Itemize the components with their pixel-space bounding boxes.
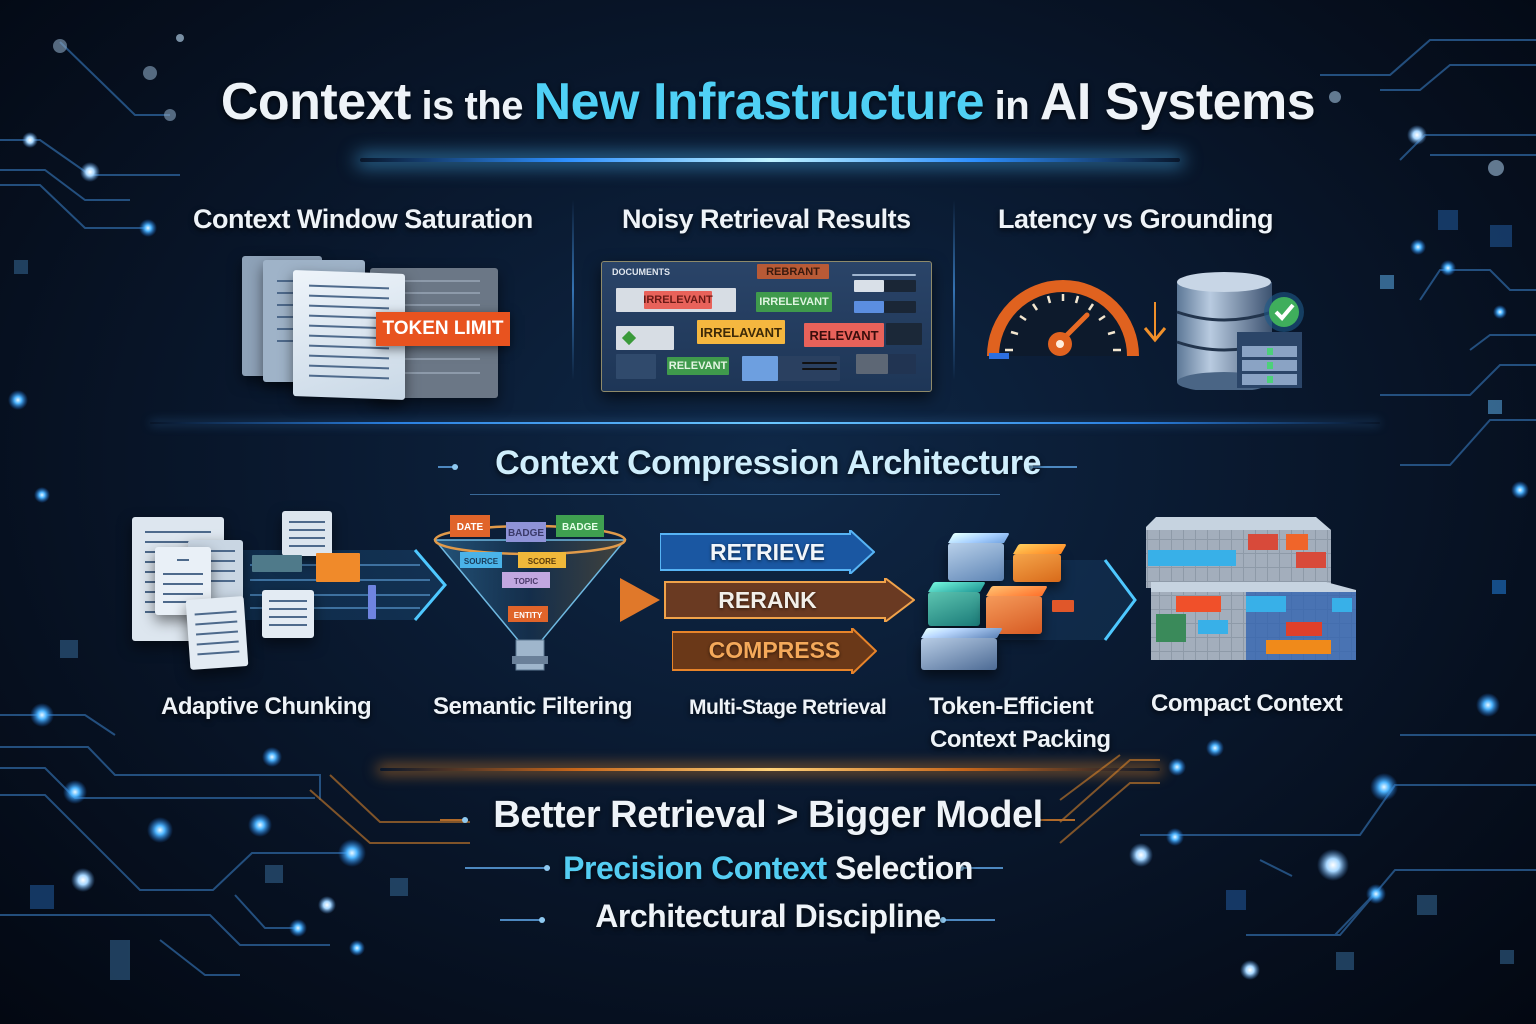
result-tag: IRRELEVANT xyxy=(756,292,832,312)
title-part-is-the: is the xyxy=(410,84,534,128)
decor-line xyxy=(1027,464,1077,470)
arrow-down-icon xyxy=(1143,302,1167,343)
decor-line xyxy=(500,917,545,923)
svg-text:BADGE: BADGE xyxy=(562,522,598,533)
decor-line xyxy=(940,917,995,923)
title-part-in: in xyxy=(984,84,1040,128)
panel-header: DOCUMENTS xyxy=(612,267,670,277)
svg-text:DATE: DATE xyxy=(457,522,484,533)
checkmark-badge-icon xyxy=(1264,292,1304,332)
slogan-precision-context: Precision Context Selection xyxy=(0,850,1536,887)
result-tag: RELEVANT xyxy=(667,357,729,375)
database-icon xyxy=(1176,272,1304,390)
svg-text:ENTITY: ENTITY xyxy=(514,611,543,620)
svg-text:BADGE: BADGE xyxy=(508,528,544,539)
section-divider xyxy=(953,200,955,380)
step-label-semantic-filtering: Semantic Filtering xyxy=(433,693,633,720)
section-divider xyxy=(572,200,574,380)
retrieval-results-panel: DOCUMENTS REBRANT IRRELEVANT IRRELEVANT … xyxy=(601,261,932,392)
step-label-context-packing: Context Packing xyxy=(930,726,1111,753)
compact-blocks-icon xyxy=(1146,517,1356,660)
step-label-compact-context: Compact Context xyxy=(1151,690,1343,717)
title-part-ai-systems: AI Systems xyxy=(1039,73,1316,131)
step-label-token-efficient: Token-Efficient xyxy=(929,693,1094,720)
title-part-context: Context xyxy=(220,73,412,131)
decor-line xyxy=(470,494,1000,495)
funnel-icon: DATE BADGE BADGE SOURCE SCORE TOPIC ENTI… xyxy=(433,515,627,671)
result-tag: RELEVANT xyxy=(804,323,884,347)
title-part-highlight: New Infrastructure xyxy=(533,73,985,131)
result-tag: REBRANT xyxy=(757,264,829,279)
result-tag: IRRELAVANT xyxy=(697,320,785,344)
architecture-title: Context Compression Architecture xyxy=(495,444,1041,482)
decor-line xyxy=(465,865,550,871)
section-glow-divider xyxy=(150,422,1380,424)
stage-compress: COMPRESS xyxy=(672,628,877,674)
speedometer-icon xyxy=(987,280,1139,359)
page-title: Context is the New Infrastructure in AI … xyxy=(0,72,1536,132)
decor-line xyxy=(438,464,458,470)
svg-text:TOPIC: TOPIC xyxy=(514,577,539,586)
challenge-title-latency: Latency vs Grounding xyxy=(998,204,1274,234)
svg-text:SCORE: SCORE xyxy=(528,557,557,566)
slogan-highlight: Precision Context xyxy=(563,850,827,886)
title-glow-divider xyxy=(360,158,1180,162)
step-label-multi-stage-retrieval: Multi-Stage Retrieval xyxy=(689,696,887,719)
decor-line xyxy=(1035,817,1075,823)
challenge-title-saturation: Context Window Saturation xyxy=(193,204,533,234)
bottom-glow-divider xyxy=(380,768,1160,771)
result-tag: IRRELEVANT xyxy=(643,291,713,309)
step-label-adaptive-chunking: Adaptive Chunking xyxy=(161,693,372,720)
svg-text:SOURCE: SOURCE xyxy=(464,557,499,566)
decor-line xyxy=(958,865,1003,871)
server-rack-icon xyxy=(1237,332,1302,388)
slogan-better-retrieval: Better Retrieval > Bigger Model xyxy=(493,794,1043,836)
stage-rerank: RERANK xyxy=(620,578,915,622)
challenge-title-noisy: Noisy Retrieval Results xyxy=(622,204,911,234)
slogan-architectural-discipline: Architectural Discipline xyxy=(595,898,941,934)
slogan-rest: Selection xyxy=(826,850,973,886)
token-limit-badge: TOKEN LIMIT xyxy=(376,312,510,346)
stage-retrieve: RETRIEVE xyxy=(660,530,875,574)
decor-line xyxy=(440,817,468,823)
